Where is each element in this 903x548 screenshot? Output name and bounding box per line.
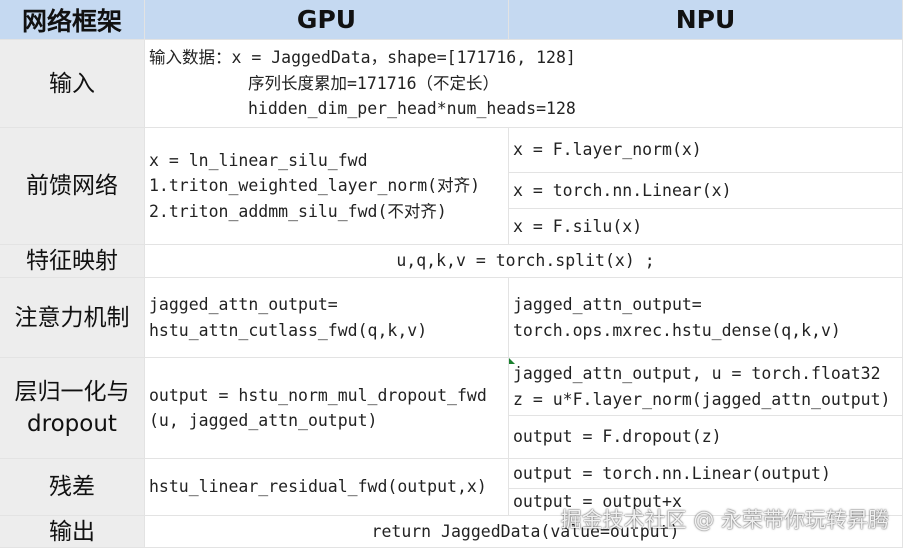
- row-label-attention-text: 注意力机制: [14, 304, 130, 331]
- cell-comment-marker: [509, 358, 515, 364]
- row-label-residual: 残差: [0, 459, 145, 516]
- attention-gpu-line-1: jagged_attn_output=: [149, 295, 338, 314]
- norm-npu-line-2: z = u*F.layer_norm(jagged_attn_output): [513, 389, 891, 409]
- ffn-npu-line-1: x = F.layer_norm(x): [513, 140, 702, 160]
- ffn-npu-line-3: x = F.silu(x): [513, 216, 643, 236]
- ffn-npu-cell-1: x = F.layer_norm(x): [509, 128, 903, 173]
- attention-gpu-line-2: hstu_attn_cutlass_fwd(q,k,v): [149, 320, 428, 340]
- row-label-feature: 特征映射: [0, 245, 145, 278]
- row-label-attention: 注意力机制: [0, 278, 145, 358]
- row-label-output: 输出: [0, 516, 145, 548]
- norm-gpu-cell: output = hstu_norm_mul_dropout_fwd (u, j…: [145, 358, 509, 459]
- input-line-1: 输入数据：x = JaggedData，shape=[171716, 128]: [149, 48, 576, 68]
- row-label-norm-text-1: 层归一化与: [14, 379, 130, 405]
- attention-npu-line-1: jagged_attn_output=: [513, 295, 702, 314]
- residual-npu-line-2: output = output+x: [513, 492, 682, 512]
- ffn-gpu-cell: x = ln_linear_silu_fwd 1.triton_weighted…: [145, 128, 509, 245]
- attention-npu-cell: jagged_attn_output= torch.ops.mxrec.hstu…: [509, 278, 903, 358]
- ffn-gpu-line-3: 2.triton_addmm_silu_fwd(不对齐): [149, 201, 447, 221]
- input-line-2: 序列长度累加=171716（不定长）: [248, 73, 500, 93]
- norm-npu-cell-top: jagged_attn_output, u = torch.float32 z …: [509, 358, 903, 416]
- attention-npu-line-2: torch.ops.mxrec.hstu_dense(q,k,v): [513, 320, 841, 340]
- header-gpu-text: GPU: [296, 5, 357, 34]
- ffn-gpu-line-2: 1.triton_weighted_layer_norm(对齐): [149, 176, 481, 196]
- norm-gpu-line-1: output = hstu_norm_mul_dropout_fwd: [149, 385, 487, 405]
- ffn-gpu-line-1: x = ln_linear_silu_fwd: [149, 150, 368, 170]
- norm-npu-line-1: jagged_attn_output, u = torch.float32: [513, 364, 881, 383]
- row-label-norm-text-2: dropout: [27, 411, 117, 437]
- watermark: 掘金技术社区 @ 永荣带你玩转昇腾: [560, 508, 889, 532]
- feature-text: u,q,k,v = torch.split(x) ;: [396, 251, 655, 271]
- norm-npu-cell-bottom: output = F.dropout(z): [509, 416, 903, 459]
- header-framework: 网络框架: [0, 0, 145, 40]
- ffn-npu-cell-2: x = torch.nn.Linear(x): [509, 173, 903, 209]
- attention-gpu-cell: jagged_attn_output= hstu_attn_cutlass_fw…: [145, 278, 509, 358]
- row-label-norm: 层归一化与 dropout: [0, 358, 145, 459]
- header-npu-text: NPU: [675, 5, 736, 34]
- residual-gpu-cell: hstu_linear_residual_fwd(output,x): [145, 459, 509, 516]
- row-label-feature-text: 特征映射: [26, 248, 118, 274]
- row-label-ffn: 前馈网络: [0, 128, 145, 245]
- output-text: return JaggedData(value=output): [371, 521, 680, 541]
- residual-gpu-line: hstu_linear_residual_fwd(output,x): [149, 477, 487, 497]
- norm-npu-line-3: output = F.dropout(z): [513, 427, 722, 447]
- row-label-input: 输入: [0, 40, 145, 128]
- row-label-ffn-text: 前馈网络: [26, 173, 118, 199]
- header-npu: NPU: [509, 0, 903, 40]
- header-gpu: GPU: [145, 0, 509, 40]
- ffn-npu-cell-3: x = F.silu(x): [509, 209, 903, 245]
- row-label-residual-text: 残差: [49, 474, 95, 500]
- input-line-3: hidden_dim_per_head*num_heads=128: [248, 99, 576, 119]
- residual-npu-cell-1: output = torch.nn.Linear(output): [509, 459, 903, 489]
- header-framework-text: 网络框架: [21, 6, 122, 36]
- ffn-npu-line-2: x = torch.nn.Linear(x): [513, 180, 732, 200]
- residual-npu-cell-2: output = output+x: [509, 489, 903, 516]
- feature-cell: u,q,k,v = torch.split(x) ;: [145, 245, 903, 278]
- row-label-output-text: 输出: [49, 518, 95, 545]
- norm-gpu-line-2: (u, jagged_attn_output): [149, 411, 378, 430]
- residual-npu-line-1: output = torch.nn.Linear(output): [513, 463, 831, 483]
- input-cell: 输入数据：x = JaggedData，shape=[171716, 128] …: [145, 40, 903, 128]
- row-label-input-text: 输入: [49, 70, 95, 97]
